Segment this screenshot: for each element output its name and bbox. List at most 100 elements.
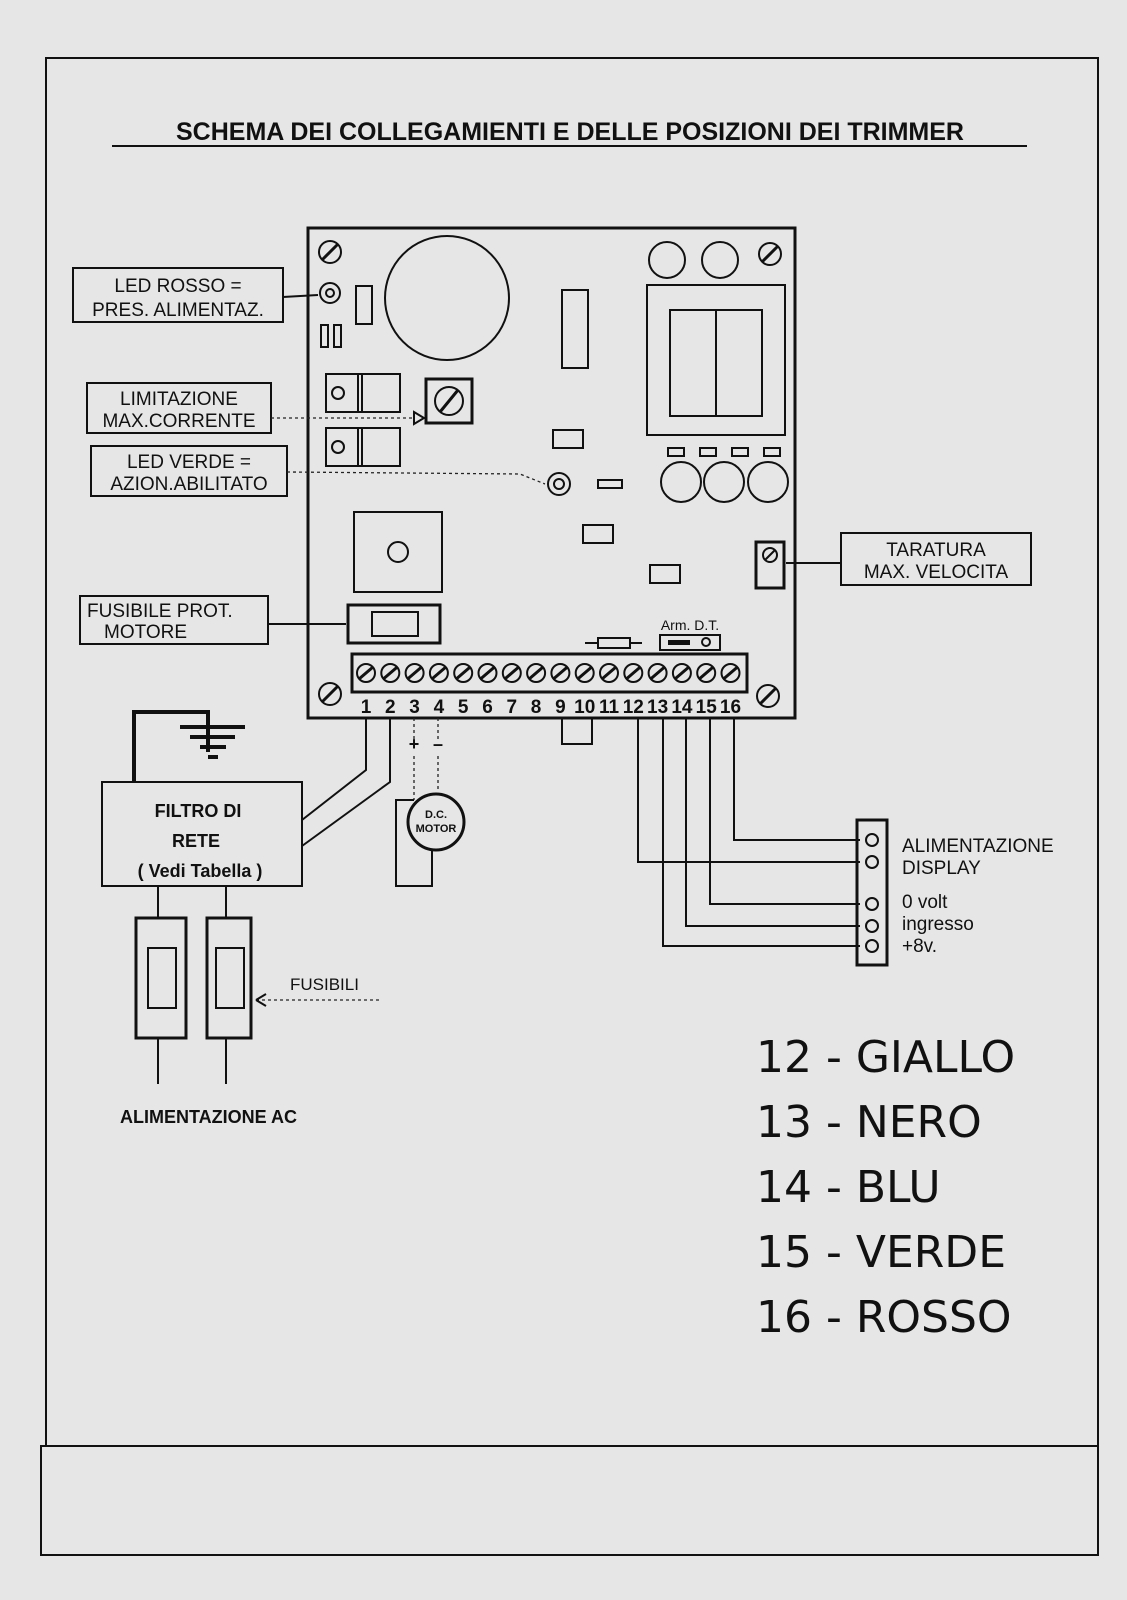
terminal-block: [350, 652, 749, 694]
svg-text:MOTOR: MOTOR: [416, 823, 457, 835]
terminal-screw-8: [526, 663, 547, 683]
terminal-screw-16: [720, 663, 741, 683]
ac-fuses: FUSIBILI ALIMENTAZIONE AC: [120, 886, 380, 1127]
svg-text:LED VERDE =: LED VERDE =: [127, 452, 251, 473]
terminal-screw-15: [696, 663, 717, 683]
color-legend-item: 12 - GIALLO: [756, 1032, 1015, 1083]
terminal-screw-2: [380, 663, 401, 683]
label-fusibile-prot: FUSIBILE PROT. MOTORE: [79, 595, 346, 645]
svg-text:( Vedi Tabella ): ( Vedi Tabella ): [138, 861, 263, 881]
terminal-screw-7: [501, 663, 522, 683]
screw-top-right: [758, 242, 782, 266]
alimentazione-display-label: ALIMENTAZIONE: [902, 836, 1054, 857]
svg-text:FILTRO DI: FILTRO DI: [155, 801, 242, 821]
label-led-rosso: LED ROSSO = PRES. ALIMENTAZ.: [72, 267, 319, 323]
bridge-rectifier: [353, 511, 443, 593]
capacitor-large: [384, 235, 510, 361]
terminal-number-7: 7: [507, 697, 518, 718]
regulator-2: [325, 427, 401, 467]
terminal-number-5: 5: [458, 697, 469, 718]
plus-8v-label: +8v.: [902, 936, 937, 957]
label-limitazione: LIMITAZIONE MAX.CORRENTE: [86, 382, 426, 434]
terminal-number-9: 9: [555, 697, 566, 718]
wire-terminal-1: [301, 718, 367, 821]
svg-text:MAX.CORRENTE: MAX.CORRENTE: [102, 411, 255, 432]
terminal-number-15: 15: [696, 697, 718, 718]
trimmer-current: [424, 377, 474, 425]
color-legend-item: 13 - NERO: [756, 1097, 982, 1148]
filtro-di-rete: FILTRO DI RETE ( Vedi Tabella ): [101, 781, 303, 887]
regulator-1: [325, 373, 401, 413]
ic-chip: [561, 289, 589, 369]
label-taratura: TARATURA MAX. VELOCITA: [786, 532, 1032, 586]
svg-text:D.C.: D.C.: [425, 809, 447, 821]
fuse-motor: [346, 603, 442, 645]
arm-dt-label: Arm. D.T.: [661, 617, 719, 633]
svg-text:AZION.ABILITATO: AZION.ABILITATO: [110, 474, 267, 495]
terminal-number-10: 10: [574, 697, 595, 718]
fusibili-label: FUSIBILI: [290, 975, 359, 994]
color-legend-item: 16 - ROSSO: [756, 1292, 1012, 1343]
terminal-screw-5: [453, 663, 474, 683]
terminal-number-3: 3: [409, 697, 420, 718]
terminal-number-13: 13: [647, 697, 668, 718]
footer-box: [40, 1445, 1099, 1556]
svg-text:LIMITAZIONE: LIMITAZIONE: [120, 389, 238, 410]
label-led-verde: LED VERDE = AZION.ABILITATO: [90, 445, 546, 497]
svg-text:LED ROSSO =: LED ROSSO =: [114, 276, 241, 297]
terminal-screw-9: [550, 663, 571, 683]
terminal-number-2: 2: [385, 697, 396, 718]
terminal-screw-12: [623, 663, 644, 683]
display-connector: [855, 818, 889, 967]
screw-bottom-left: [318, 682, 342, 706]
svg-text:FUSIBILE PROT.: FUSIBILE PROT.: [87, 601, 233, 622]
screw-top-left: [318, 240, 342, 264]
dc-motor: + – D.C. MOTOR: [395, 718, 466, 887]
zero-volt-label: 0 volt: [902, 892, 948, 913]
terminal-number-11: 11: [599, 697, 620, 718]
color-legend: 12 - GIALLO 13 - NERO 14 - BLU 15 - VERDE 16…: [756, 1032, 1015, 1343]
terminal-screw-13: [647, 663, 668, 683]
terminal-screw-1: [356, 663, 376, 683]
wire-terminal-2: [301, 718, 391, 847]
terminal-number-1: 1: [361, 697, 372, 718]
svg-text:TARATURA: TARATURA: [886, 540, 986, 561]
terminal-screw-11: [599, 663, 619, 683]
svg-text:RETE: RETE: [172, 831, 220, 851]
led-green: [547, 472, 571, 496]
svg-text:MOTORE: MOTORE: [104, 622, 187, 643]
terminal-screw-3: [404, 663, 425, 683]
terminal-screws: [356, 663, 741, 683]
arm-dt-jumper: [659, 634, 721, 651]
terminal-number-6: 6: [482, 697, 493, 718]
terminal-screw-14: [671, 663, 692, 683]
display-wiring: ALIMENTAZIONE DISPLAY 0 volt ingresso +8…: [637, 718, 1054, 967]
terminal-number-8: 8: [531, 697, 542, 718]
transformer: [646, 284, 786, 436]
svg-text:+: +: [409, 734, 420, 754]
terminal-screw-6: [477, 663, 498, 683]
terminal-number-14: 14: [671, 697, 693, 718]
svg-text:–: –: [433, 734, 443, 754]
svg-text:MAX. VELOCITA: MAX. VELOCITA: [864, 562, 1009, 583]
diagram-title: SCHEMA DEI COLLEGAMIENTI E DELLE POSIZIO…: [176, 118, 964, 146]
terminal-number-12: 12: [623, 697, 644, 718]
color-legend-item: 15 - VERDE: [756, 1227, 1006, 1278]
led-red: [319, 282, 341, 304]
alimentazione-ac-label: ALIMENTAZIONE AC: [120, 1107, 297, 1127]
screw-bottom-right: [756, 684, 780, 708]
terminal-screw-10: [574, 663, 595, 683]
ground-symbol: [132, 710, 245, 782]
color-legend-item: 14 - BLU: [756, 1162, 941, 1213]
resistor-vertical: [355, 285, 373, 325]
trimmer-speed: [754, 540, 786, 590]
ingresso-label: ingresso: [902, 914, 974, 935]
terminal-screw-4: [428, 663, 449, 683]
terminal-number-16: 16: [720, 697, 741, 718]
svg-text:DISPLAY: DISPLAY: [902, 858, 981, 879]
svg-text:PRES. ALIMENTAZ.: PRES. ALIMENTAZ.: [92, 300, 264, 321]
